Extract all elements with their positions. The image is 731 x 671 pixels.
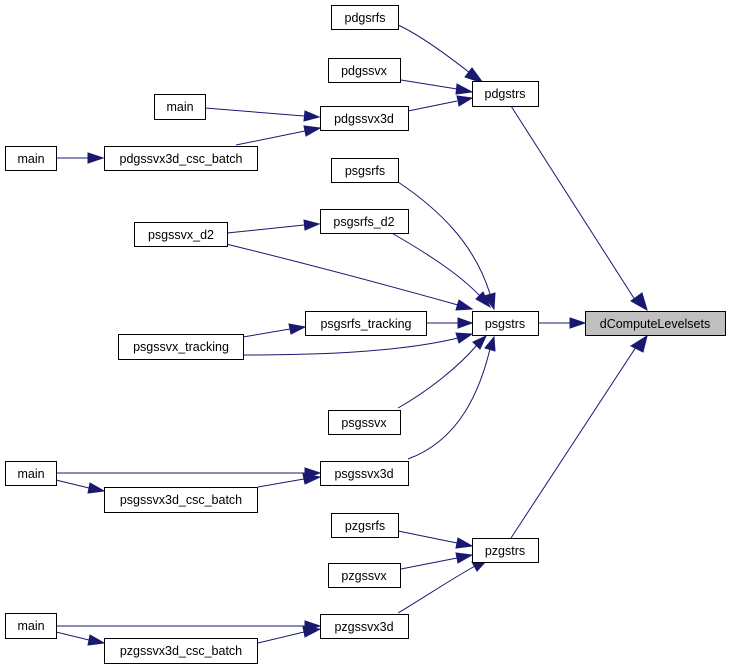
node-pdgsrfs[interactable]: pdgsrfs (331, 5, 399, 30)
edge-psgssvx-to-psgstrs (397, 344, 478, 409)
arrow-to-pdgstrs-from-pdgsrfs (464, 67, 485, 84)
node-label: psgssvx_d2 (148, 228, 214, 242)
node-psgsrfs-tracking[interactable]: psgsrfs_tracking (305, 311, 427, 336)
node-label: psgssvx (341, 416, 387, 430)
node-psgssvx[interactable]: psgssvx (328, 410, 401, 435)
edge-pdgstrs-to-dcomputelevelsets (510, 105, 638, 304)
edge-psgsrfs-to-psgstrs (397, 181, 491, 295)
node-psgssvx-tracking[interactable]: psgssvx_tracking (118, 334, 244, 360)
edge-psgssvx-d2-to-psgsrfs-d2 (226, 224, 305, 234)
node-main-ps[interactable]: main (5, 461, 57, 486)
node-pzgssvx3d[interactable]: pzgssvx3d (320, 614, 409, 639)
edge-pzgssvx-to-pzgstrs (400, 557, 458, 570)
arrow-to-pdgstrs-from-pdgssvx3d (456, 95, 474, 107)
edge-psgsrfs-d2-to-psgstrs (389, 231, 481, 297)
edge-psgssvx3d-to-psgstrs (407, 348, 491, 460)
edge-psgssvx3d-csc-batch-to-psgssvx3d (257, 478, 305, 488)
node-psgssvx-d2[interactable]: psgssvx_d2 (134, 222, 228, 247)
arrow-to-pzgssvx3d-from-batch (302, 626, 322, 638)
node-pzgssvx3d-csc-batch[interactable]: pzgssvx3d_csc_batch (104, 638, 258, 664)
node-label: main (166, 100, 193, 114)
edge-main-to-pzgssvx3d-csc-batch (55, 631, 90, 641)
edge-psgssvx-tracking-to-psgsrfs-tracking (242, 328, 291, 338)
edge-psgssvx-d2-to-psgstrs (225, 243, 459, 306)
node-label: psgsrfs_d2 (333, 215, 394, 229)
edge-pdgssvx-to-pdgstrs (400, 79, 458, 90)
node-main-pd-b[interactable]: main (5, 146, 57, 171)
node-label: psgssvx_tracking (133, 340, 229, 354)
node-label: pdgstrs (485, 87, 526, 101)
arrow-to-psgssvx3d-from-batch (302, 473, 322, 485)
node-main-pd-a[interactable]: main (154, 94, 206, 120)
node-dcomputelevelsets[interactable]: dComputeLevelsets (585, 311, 726, 336)
node-label: pdgssvx3d (334, 112, 394, 126)
edge-psgssvx-tracking-to-psgstrs (242, 337, 459, 356)
node-pdgssvx[interactable]: pdgssvx (328, 58, 401, 83)
node-pdgssvx3d-csc-batch[interactable]: pdgssvx3d_csc_batch (104, 146, 258, 171)
edge-main-to-psgssvx3d-csc-batch (55, 479, 90, 489)
edge-pdgssvx3d-to-pdgstrs (407, 100, 458, 112)
arrow-to-psgstrs-from-psgssvx-tracking (455, 332, 474, 344)
node-label: pzgstrs (485, 544, 525, 558)
arrow-to-pdgssvx3d-csc-batch-from-main (87, 152, 105, 164)
arrow-to-dcomputelevelsets-bottom (629, 334, 648, 353)
arrow-to-pdgssvx3d-from-batch (303, 125, 322, 137)
node-label: main (17, 152, 44, 166)
edge-pdgssvx3d-csc-batch-to-pdgssvx3d (235, 130, 306, 146)
arrow-to-psgstrs-from-psgssvx (472, 334, 488, 350)
node-label: pdgssvx (341, 64, 388, 78)
arrow-to-psgstrs-from-psgssvx-d2 (455, 299, 474, 311)
node-pdgssvx3d[interactable]: pdgssvx3d (320, 106, 409, 131)
arrow-to-psgstrs-from-psgssvx3d (484, 335, 496, 352)
node-label: main (17, 467, 44, 481)
arrow-to-psgsrfs-tracking-from-psgssvx-tracking (288, 323, 307, 335)
node-label: main (17, 619, 44, 633)
edge-pdgsrfs-to-pdgstrs (397, 24, 471, 74)
node-label: psgssvx3d (334, 467, 393, 481)
arrow-to-psgstrs-from-psgsrfs-tracking (457, 317, 474, 329)
node-pzgssvx[interactable]: pzgssvx (328, 563, 401, 588)
arrow-to-psgsrfs-d2-from-psgssvx-d2 (303, 219, 321, 231)
node-psgsrfs[interactable]: psgsrfs (331, 158, 399, 183)
node-psgsrfs-d2[interactable]: psgsrfs_d2 (320, 209, 409, 234)
node-pzgstrs[interactable]: pzgstrs (472, 538, 539, 563)
arrow-to-pzgstrs-from-pzgsrfs (455, 537, 474, 549)
node-psgstrs[interactable]: psgstrs (472, 311, 539, 336)
arrow-to-dcomputelevelsets-mid (569, 317, 587, 329)
node-label: psgsrfs (345, 164, 385, 178)
node-label: psgssvx3d_csc_batch (120, 493, 242, 507)
node-psgssvx3d-csc-batch[interactable]: psgssvx3d_csc_batch (104, 487, 258, 513)
arrow-to-dcomputelevelsets-top (630, 292, 648, 312)
node-main-pz[interactable]: main (5, 613, 57, 639)
node-label: pdgsrfs (345, 11, 386, 25)
arrow-to-pdgstrs-from-pdgssvx (455, 83, 474, 95)
node-label: psgstrs (485, 317, 525, 331)
node-label: pzgssvx (341, 569, 387, 583)
node-psgssvx3d[interactable]: psgssvx3d (320, 461, 409, 486)
edge-pzgssvx3d-csc-batch-to-pzgssvx3d (257, 631, 305, 644)
node-label: pzgssvx3d_csc_batch (120, 644, 242, 658)
arrow-to-pdgssvx3d-from-main (303, 110, 321, 122)
arrowheads-layer (87, 67, 648, 646)
edge-main-to-pdgssvx3d (204, 107, 305, 117)
node-label: pzgssvx3d (334, 620, 393, 634)
arrow-to-psgstrs-from-psgsrfs (483, 292, 496, 311)
node-label: pzgsrfs (345, 519, 385, 533)
edge-pzgssvx3d-to-pzgstrs (397, 565, 476, 614)
arrow-to-psgssvx3d-csc-batch-from-main (87, 482, 106, 494)
edge-pzgsrfs-to-pzgstrs (397, 530, 458, 544)
arrow-to-psgstrs-from-psgsrfs-d2 (475, 291, 492, 309)
nodes-layer: dComputeLevelsets pdgstrs psgstrs pzgstr… (5, 5, 726, 664)
arrow-to-pzgssvx3d-csc-batch-from-main (87, 634, 106, 646)
node-label: dComputeLevelsets (600, 317, 710, 331)
node-label: pdgssvx3d_csc_batch (120, 152, 243, 166)
arrow-to-pzgstrs-from-pzgssvx (455, 552, 474, 564)
node-label: psgsrfs_tracking (320, 317, 411, 331)
node-pzgsrfs[interactable]: pzgsrfs (331, 513, 399, 538)
edge-pzgstrs-to-dcomputelevelsets (510, 343, 639, 539)
node-pdgstrs[interactable]: pdgstrs (472, 81, 539, 107)
edges-layer (55, 24, 639, 644)
